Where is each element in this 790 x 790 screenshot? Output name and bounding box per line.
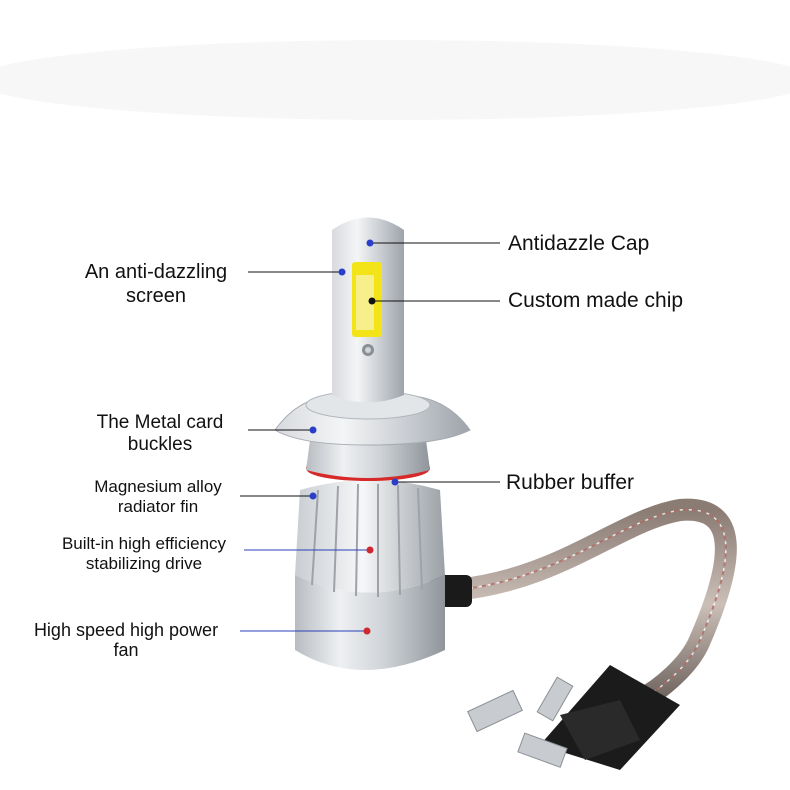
dot-custom-chip bbox=[368, 297, 376, 305]
dot-anti-dazzling-screen bbox=[338, 268, 346, 276]
label-antidazzle-cap: Antidazzle Cap bbox=[508, 232, 650, 255]
label-drive-line1: Built-in high efficiency bbox=[61, 534, 227, 553]
fan-housing bbox=[295, 575, 445, 670]
label-anti-dazzling-screen: An anti-dazzling screen bbox=[60, 260, 252, 308]
label-custom-chip: Custom made chip bbox=[508, 289, 684, 312]
label-fan-line2: fan bbox=[113, 640, 139, 660]
label-magnesium-line1: Magnesium alloy bbox=[94, 477, 222, 496]
dot-metal-card bbox=[309, 426, 317, 434]
label-drive: Built-in high efficiency stabilizing dri… bbox=[40, 534, 248, 574]
dot-antidazzle-cap bbox=[366, 239, 374, 247]
label-anti-dazzling-screen-line1: An anti-dazzling bbox=[84, 261, 228, 283]
label-metal-card-line1: The Metal card bbox=[96, 412, 224, 433]
dot-magnesium bbox=[309, 492, 317, 500]
background-haze bbox=[0, 40, 790, 120]
label-fan-line1: High speed high power bbox=[33, 620, 219, 640]
label-magnesium: Magnesium alloy radiator fin bbox=[68, 477, 248, 517]
label-anti-dazzling-screen-line2: screen bbox=[125, 285, 187, 307]
label-metal-card-line2: buckles bbox=[127, 434, 193, 455]
dot-rubber-buffer bbox=[391, 478, 399, 486]
label-rubber-buffer: Rubber buffer bbox=[506, 471, 635, 494]
connector-plug bbox=[467, 665, 680, 770]
label-metal-card: The Metal card buckles bbox=[70, 412, 250, 456]
radiator-fins bbox=[295, 480, 445, 593]
dot-fan bbox=[363, 627, 371, 635]
cable bbox=[444, 498, 737, 711]
label-drive-line2: stabilizing drive bbox=[85, 554, 203, 573]
label-magnesium-line2: radiator fin bbox=[117, 497, 199, 516]
dot-drive bbox=[366, 546, 374, 554]
label-fan: High speed high power fan bbox=[12, 620, 240, 660]
